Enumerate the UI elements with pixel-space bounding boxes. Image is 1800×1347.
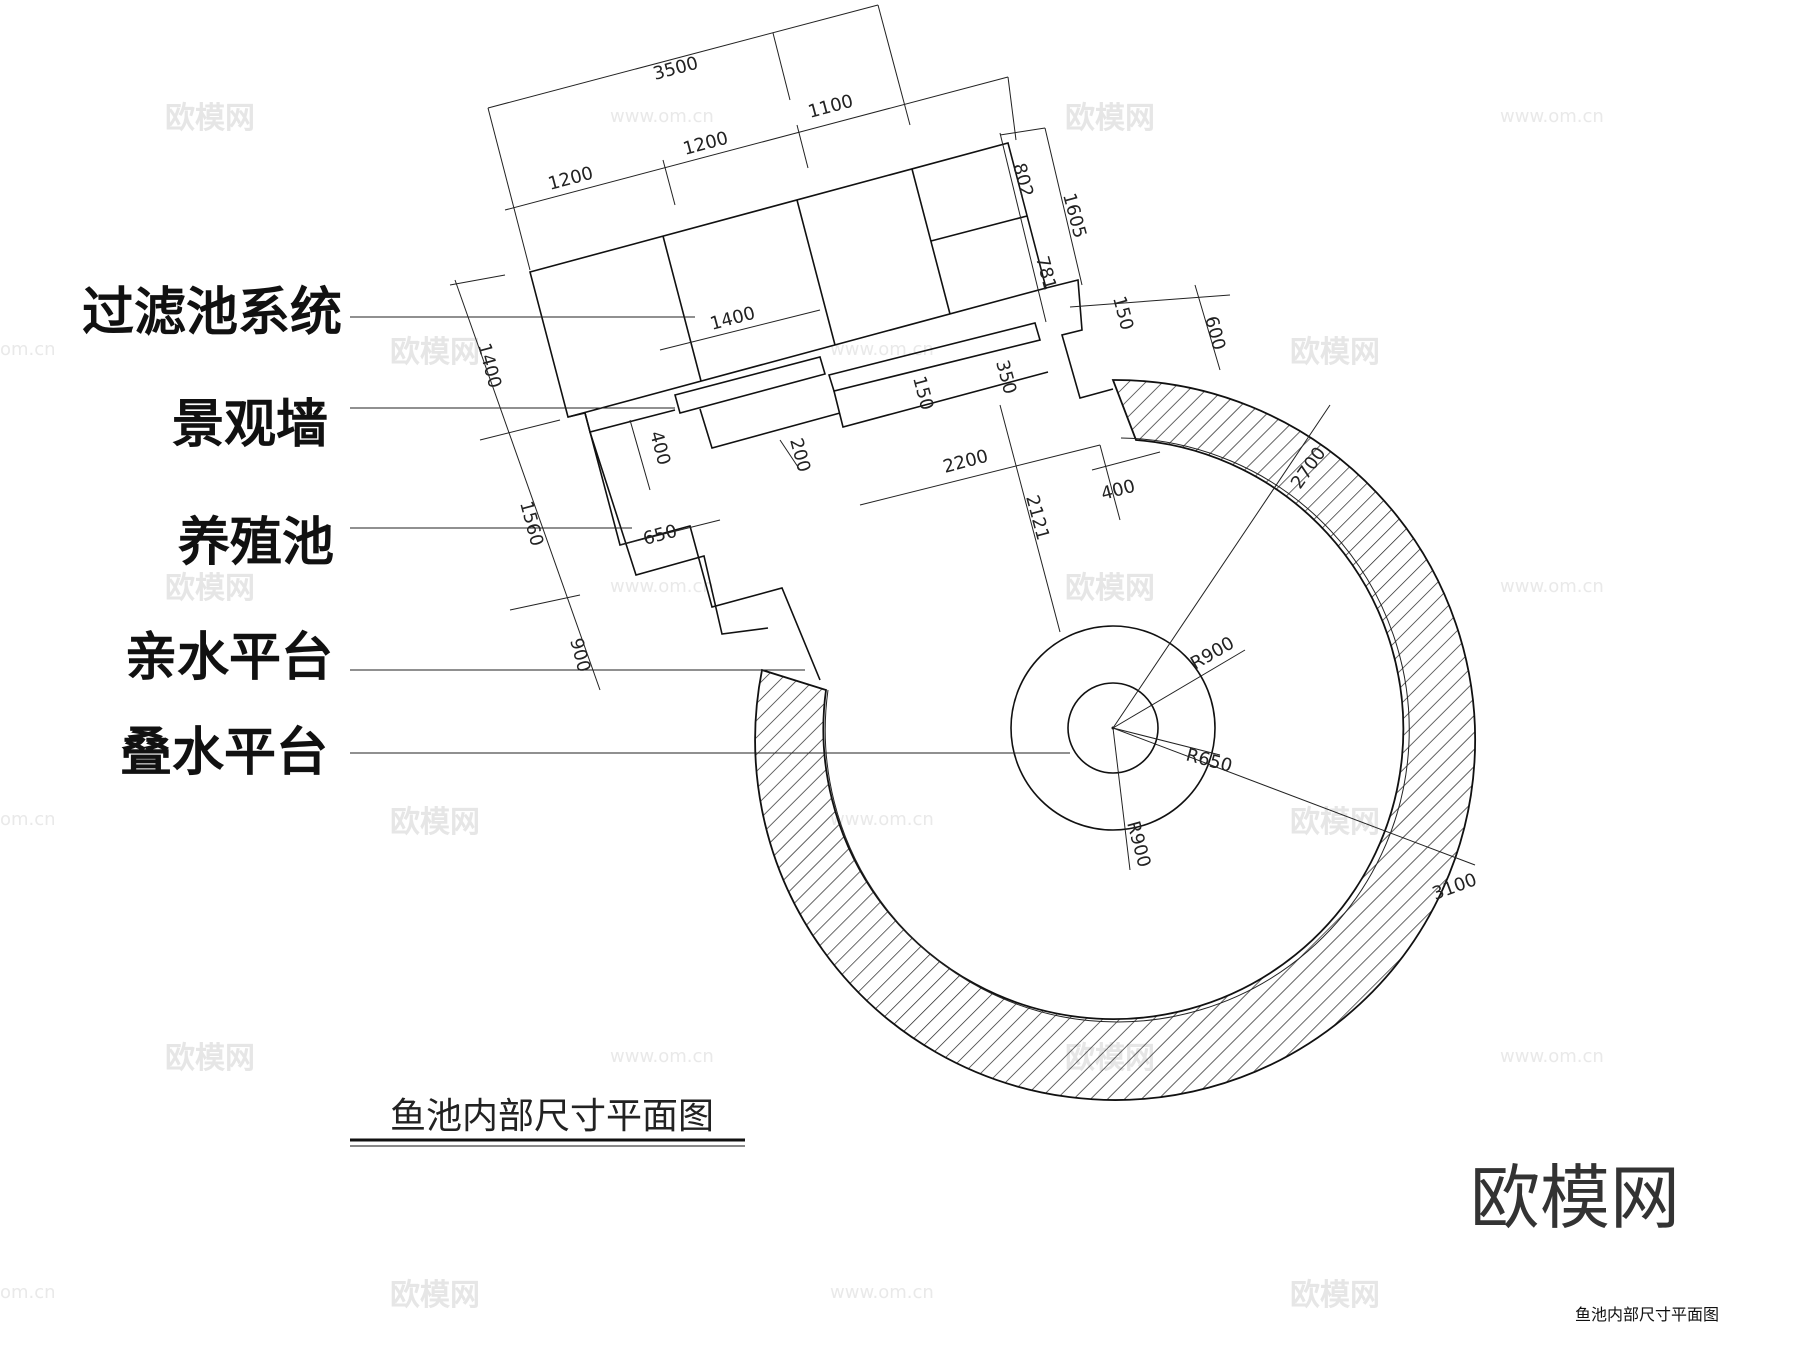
dim-600: 600 <box>1200 314 1229 353</box>
watermark-logo: 欧模网 <box>1290 1278 1380 1313</box>
dim-400-a: 400 <box>645 429 674 468</box>
callouts: 过滤池系统 景观墙 养殖池 亲水平台 叠水平台 <box>82 283 1070 783</box>
label-breeding-pool: 养殖池 <box>178 513 334 573</box>
filter-outline <box>529 142 1047 418</box>
dim-350: 350 <box>991 358 1020 397</box>
label-landscape-wall: 景观墙 <box>172 395 328 455</box>
label-cascade-platform: 叠水平台 <box>120 723 328 783</box>
dim-781: 781 <box>1031 254 1060 293</box>
watermark-layer: 欧模网 www.om.cn 欧模网 www.om.cn om.cn 欧模网 ww… <box>0 101 1604 1313</box>
dim-3500: 3500 <box>651 53 701 85</box>
label-waterside-platform: 亲水平台 <box>125 628 333 688</box>
dim-2200: 2200 <box>941 446 991 478</box>
label-filter-system: 过滤池系统 <box>82 283 342 343</box>
dim-1200-b: 1200 <box>681 128 731 160</box>
watermark-url: www.om.cn <box>830 1282 934 1303</box>
watermark-url: om.cn <box>0 339 56 360</box>
drawing-title: 鱼池内部尺寸平面图 <box>390 1096 714 1137</box>
dim-1400-h: 1400 <box>708 303 758 335</box>
watermark-logo: 欧模网 <box>1065 571 1155 606</box>
dim-r900-a: R900 <box>1187 633 1238 675</box>
landscape-wall <box>674 322 1049 449</box>
watermark-logo: 欧模网 <box>165 1041 255 1076</box>
pool-inner-edge <box>824 437 1410 1023</box>
watermark-url: www.om.cn <box>1500 576 1604 597</box>
dim-1560: 1560 <box>515 499 547 549</box>
dim-900: 900 <box>565 636 594 675</box>
drawing-title-block: 鱼池内部尺寸平面图 <box>350 1096 745 1147</box>
dim-400-b: 400 <box>1099 476 1138 505</box>
dim-1200-a: 1200 <box>546 163 596 195</box>
dim-r650: R650 <box>1184 745 1235 777</box>
dim-1605: 1605 <box>1058 191 1090 241</box>
filter-system <box>529 142 1047 418</box>
watermark-logo: 欧模网 <box>165 101 255 136</box>
watermark-logo: 欧模网 <box>390 335 480 370</box>
watermark-logo: 欧模网 <box>1065 101 1155 136</box>
brand-logo-text: 欧模网 <box>1470 1157 1680 1239</box>
footer-title: 鱼池内部尺寸平面图 <box>1575 1305 1719 1324</box>
watermark-url: www.om.cn <box>830 809 934 830</box>
pond-wall-ring <box>754 379 1477 1101</box>
dim-802: 802 <box>1008 161 1037 200</box>
watermark-url: om.cn <box>0 1282 56 1303</box>
watermark-url: www.om.cn <box>610 576 714 597</box>
dimension-lines <box>449 4 1231 691</box>
watermark-url: www.om.cn <box>610 1046 714 1067</box>
watermark-url: www.om.cn <box>1500 1046 1604 1067</box>
watermark-logo: 欧模网 <box>390 1278 480 1313</box>
watermark-url: om.cn <box>0 809 56 830</box>
watermark-logo: 欧模网 <box>1290 805 1380 840</box>
watermark-logo: 欧模网 <box>1290 335 1380 370</box>
dim-1100: 1100 <box>806 91 856 123</box>
dim-200: 200 <box>785 436 814 475</box>
dim-150-a: 150 <box>1108 294 1137 333</box>
watermark-logo: 欧模网 <box>390 805 480 840</box>
dim-650: 650 <box>641 521 680 550</box>
watermark-url: www.om.cn <box>610 106 714 127</box>
watermark-url: www.om.cn <box>1500 106 1604 127</box>
breeding-pool-outline <box>567 278 1114 681</box>
watermark-logo: 欧模网 <box>165 571 255 606</box>
dim-2121: 2121 <box>1021 493 1053 543</box>
cascade-platform <box>1010 404 1476 871</box>
dim-150-b: 150 <box>908 374 937 413</box>
